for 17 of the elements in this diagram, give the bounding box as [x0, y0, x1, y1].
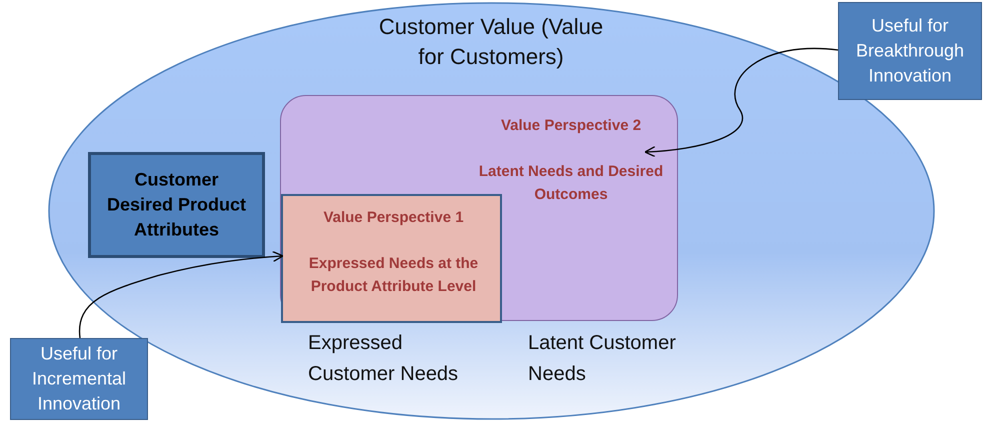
- heading: Customer Value (Value for Customers): [378, 13, 604, 71]
- heading: Value Perspective 2: [500, 116, 642, 136]
- region-label: Expressed Customer Needs: [308, 331, 460, 387]
- heading: Useful for Breakthrough Innovation: [854, 14, 966, 88]
- rounded-region: [280, 95, 678, 321]
- callout-box: [838, 2, 982, 100]
- heading: Useful for Incremental Innovation: [30, 342, 128, 416]
- heading: Value Perspective 1: [322, 208, 465, 228]
- heading: Customer Desired Product Attributes: [106, 168, 248, 242]
- body-text: Latent Needs and Desired Outcomes: [478, 162, 664, 205]
- body-text: Expressed Needs at the Product Attribute Level: [308, 254, 480, 297]
- curved-arrow: [79, 250, 284, 338]
- inner-region: [281, 194, 502, 323]
- attribute-box: [88, 152, 265, 258]
- callout-box: [10, 338, 148, 420]
- curved-arrow: [644, 48, 838, 158]
- region-label: Latent Customer Needs: [528, 331, 677, 387]
